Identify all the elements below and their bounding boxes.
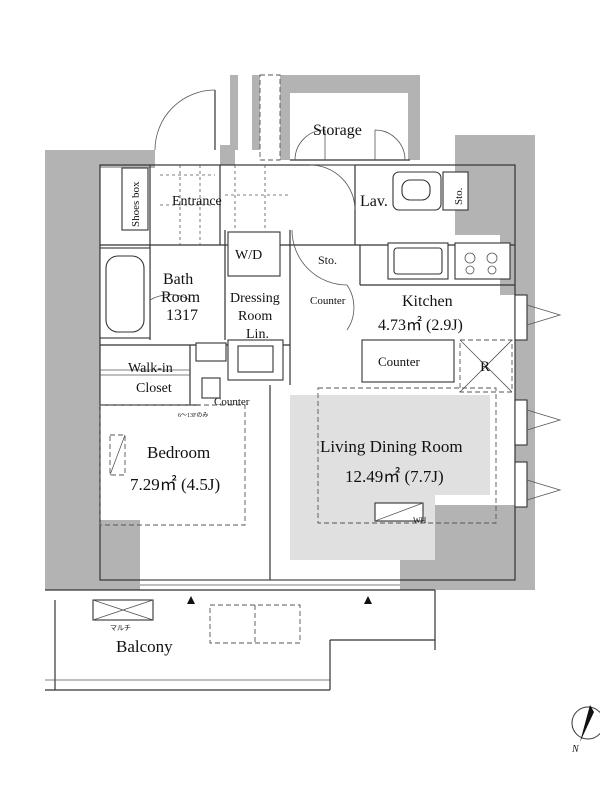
dressing-label-2: Room	[238, 309, 272, 324]
compass-needle-icon	[580, 705, 594, 742]
wd-label: W/D	[235, 248, 262, 263]
refrigerator-box	[459, 339, 513, 393]
walkin-label-2: Closet	[136, 381, 172, 396]
lav-label: Lav.	[360, 193, 388, 210]
window-arrow-left	[187, 596, 195, 604]
bath-label-2: Room	[161, 289, 201, 306]
counter-kitchen-label: Counter	[378, 354, 421, 369]
walkin-rods	[100, 369, 190, 376]
counter-top-label: Counter	[310, 295, 346, 307]
entrance-tiles	[160, 165, 290, 245]
small-fixture	[201, 377, 221, 399]
sto-door	[291, 229, 348, 286]
bedroom-area-label: 7.29㎡ (4.5J)	[130, 475, 220, 494]
compass-north-label: N	[571, 744, 580, 755]
ldr-area-label: 12.49㎡ (7.7J)	[345, 467, 444, 486]
storage-doors	[294, 129, 406, 161]
bedroom-fixture	[109, 434, 126, 476]
shoes-box	[121, 167, 149, 231]
structural-walls	[45, 75, 535, 590]
entrance-label: Entrance	[172, 194, 222, 209]
compass: N	[571, 705, 600, 755]
dressing-label-1: Dressing	[230, 291, 280, 306]
dressing-label-3: Lin.	[246, 327, 269, 342]
right-windows	[514, 294, 562, 508]
counter-small-label: Counter	[214, 396, 250, 408]
multi-unit	[92, 599, 154, 621]
kitchen-counter	[361, 339, 455, 383]
balcony-label: Balcony	[116, 637, 173, 656]
bedroom-label: Bedroom	[147, 443, 210, 462]
storage-label: Storage	[313, 122, 362, 139]
sto-top-label: Sto.	[453, 187, 465, 205]
window-arrow-right	[364, 596, 372, 604]
multi-label: マルチ	[110, 624, 131, 632]
wh-label: WH	[413, 516, 427, 525]
sto-mid-label: Sto.	[318, 253, 337, 267]
entrance-door	[154, 89, 216, 151]
bath-label-3: 1317	[166, 307, 198, 324]
lav-fixtures	[309, 164, 469, 211]
water-heater	[374, 502, 424, 522]
bathtub	[99, 247, 151, 339]
living-floor-shade	[290, 395, 490, 495]
small-note-label: 6～13Fのみ	[178, 412, 208, 419]
shoes-box-label: Shoes box	[130, 181, 142, 227]
counter-door	[346, 284, 355, 331]
bath-door	[149, 294, 191, 301]
dashed-outlines	[99, 74, 497, 526]
balcony-area	[45, 589, 436, 691]
ldr-label: Living Dining Room	[320, 437, 463, 456]
refrigerator-label: R	[480, 359, 490, 375]
kitchen-area-label: 4.73㎡ (2.9J)	[378, 316, 463, 334]
washer-dryer	[227, 231, 281, 277]
bath-label-1: Bath	[163, 271, 193, 288]
dressing-sink	[195, 339, 284, 381]
walkin-label-1: Walk-in	[128, 361, 173, 376]
kitchen-fixtures	[387, 242, 511, 280]
kitchen-label: Kitchen	[402, 293, 453, 310]
